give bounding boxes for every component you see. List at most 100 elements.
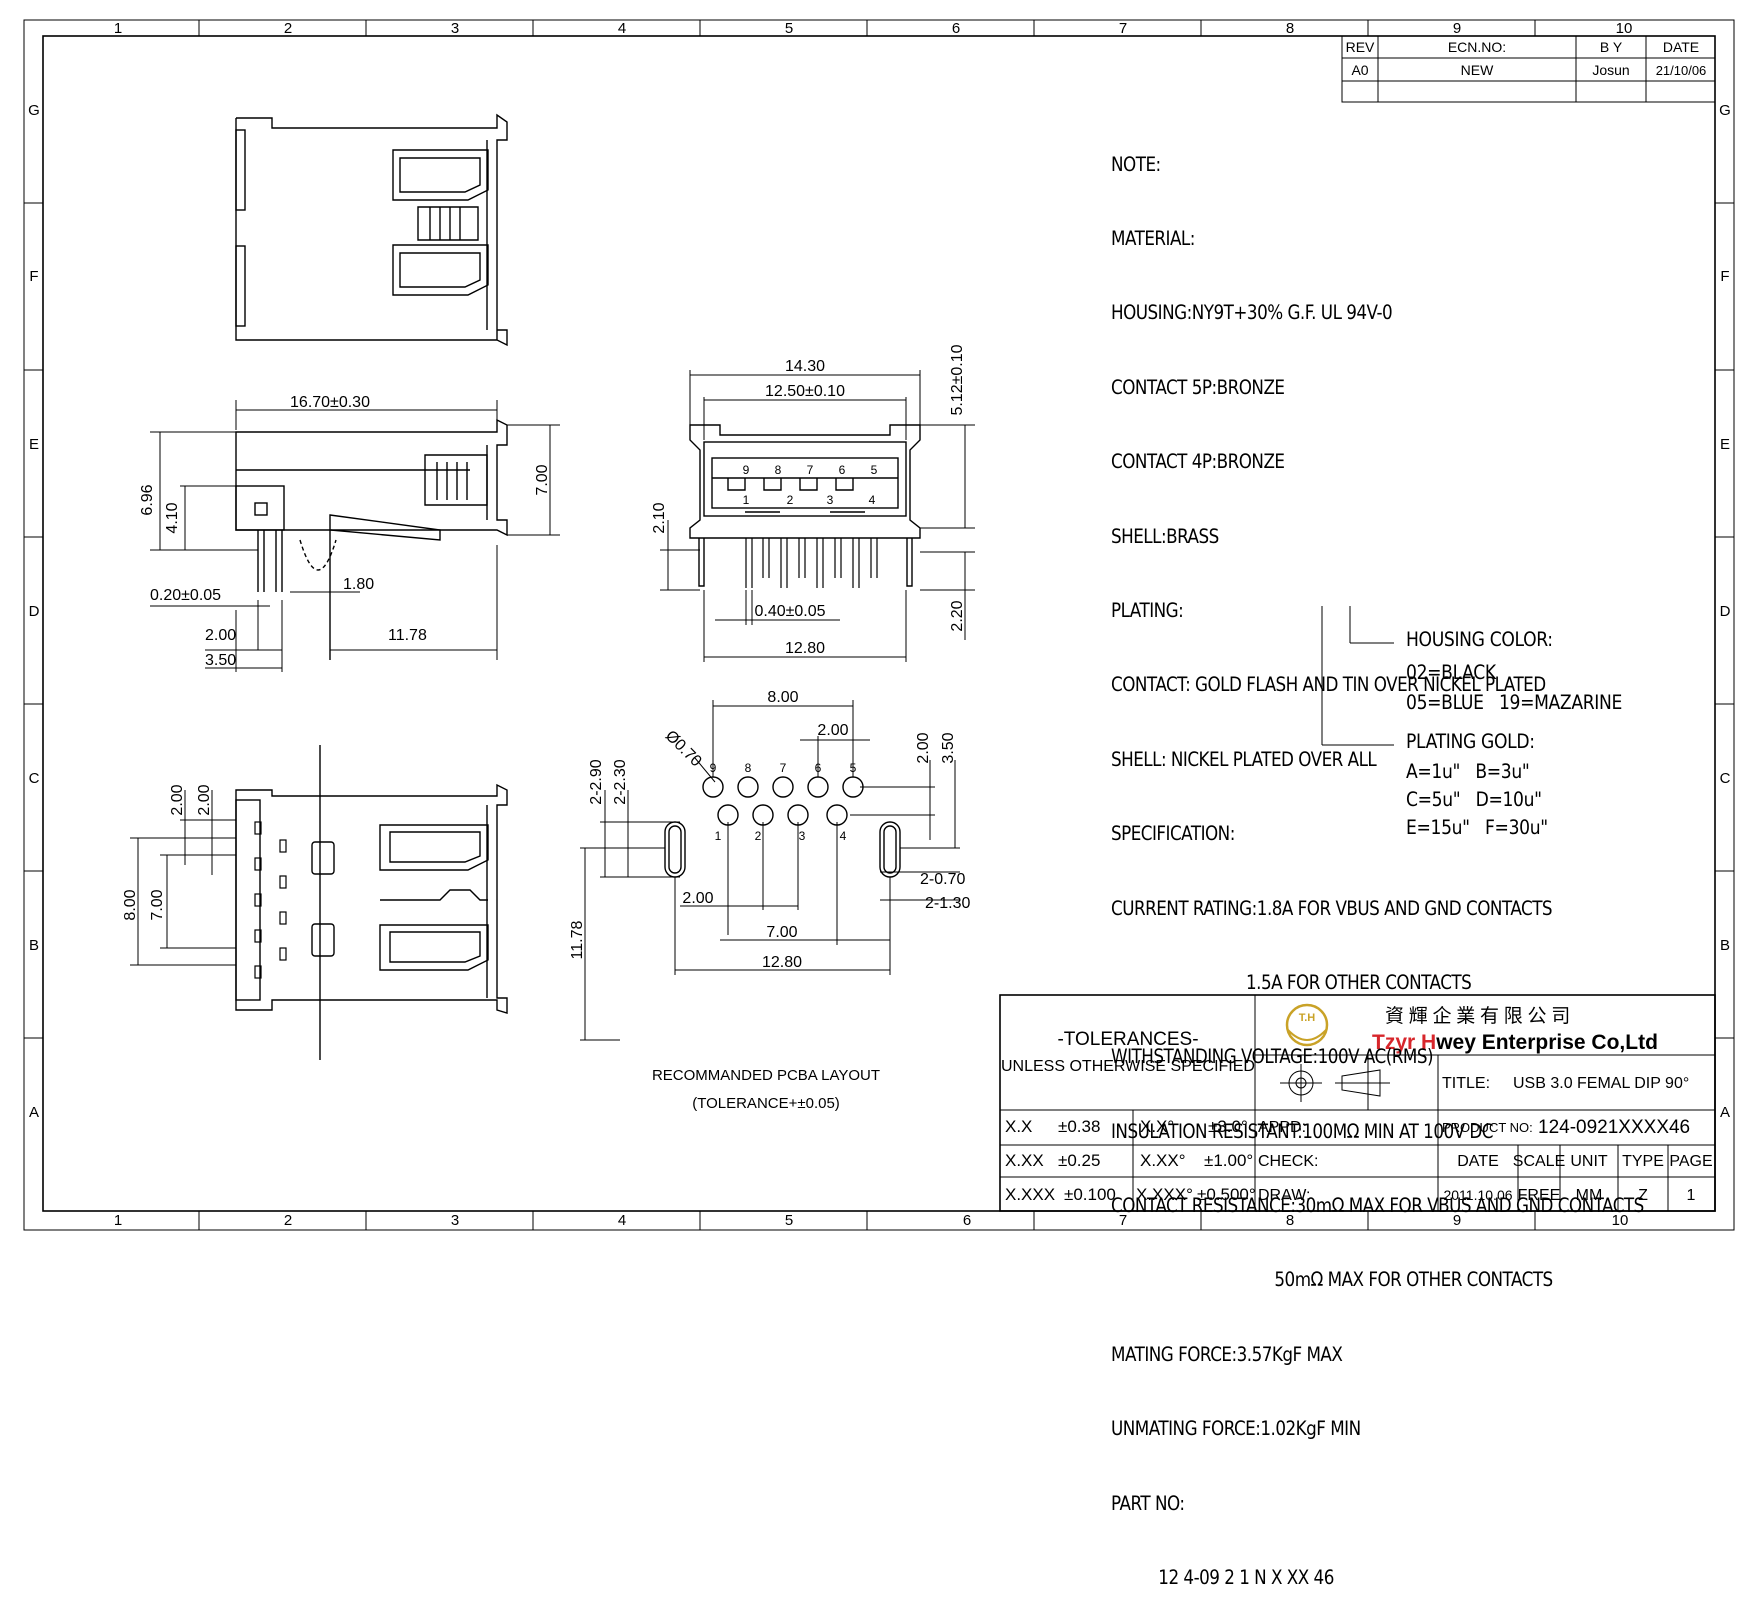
- dim-height-body: 4.10: [164, 502, 181, 533]
- company-name-english: Tzyr Hwey Enterprise Co,Ltd: [1372, 1031, 1658, 1054]
- grid-col-label: 4: [618, 1212, 626, 1229]
- ecn-header: ECN.NO:: [1448, 39, 1506, 55]
- grid-col-label: 9: [1453, 20, 1461, 37]
- grid-ticks: [24, 20, 1734, 1230]
- pin-label: 5: [850, 761, 857, 775]
- pcb-dimension-lines: [580, 700, 960, 1041]
- grid-row-label: G: [1719, 102, 1731, 119]
- note-line: NOTE:: [1111, 152, 1161, 176]
- tolerances-title: -TOLERANCES-: [1057, 1029, 1198, 1050]
- dim-width: 16.70±0.30: [290, 394, 370, 411]
- date-header: DATE: [1457, 1153, 1498, 1170]
- grid-col-label: 6: [952, 20, 960, 37]
- grid-row-label: F: [29, 268, 38, 285]
- dim-height-total: 6.96: [139, 484, 156, 515]
- grid-row-label: C: [1720, 770, 1731, 787]
- pin-label: 1: [715, 829, 722, 843]
- tol-angle-format: X.XX°: [1140, 1151, 1186, 1170]
- dim-slot-inner: 2-2.30: [612, 759, 629, 804]
- date-header: DATE: [1663, 39, 1699, 55]
- pin-label: 9: [743, 463, 750, 477]
- plating-option: E=15u" F=30u": [1406, 816, 1548, 839]
- grid-col-label: 7: [1119, 20, 1127, 37]
- projection-symbol-icon: [1280, 1064, 1390, 1102]
- bottom-dimension-lines: [130, 790, 236, 966]
- front-dimension-lines: [660, 370, 975, 662]
- dim-inner-span: 7.00: [766, 924, 797, 941]
- dim-pin-pitch-a: 2.00: [169, 784, 186, 815]
- tol-angle-value: ±1.00°: [1204, 1151, 1253, 1170]
- note-line: 1.5A FOR OTHER CONTACTS: [1246, 970, 1472, 994]
- pcb-caption-line2: (TOLERANCE+±0.05): [692, 1095, 840, 1112]
- pin-label: 2: [755, 829, 762, 843]
- note-line: CONTACT: GOLD FLASH AND TIN OVER NICKEL …: [1111, 673, 1546, 697]
- grid-row-label: F: [1720, 268, 1729, 285]
- company-logo-icon: T.H: [1285, 1003, 1329, 1047]
- dim-pin-width: 0.40±0.05: [754, 603, 825, 620]
- grid-col-label: 8: [1286, 20, 1294, 37]
- note-line: MATERIAL:: [1111, 226, 1195, 250]
- outer-frame: [23, 19, 1735, 1231]
- tol-format: X.XX: [1005, 1151, 1044, 1170]
- draw-label: DRAW:: [1258, 1187, 1310, 1204]
- bottom-view: [235, 745, 508, 1060]
- pcb-caption-line1: RECOMMANDED PCBA LAYOUT: [652, 1067, 880, 1084]
- note-line: PLATING:: [1111, 598, 1184, 622]
- front-view: [689, 424, 921, 588]
- grid-row-label: D: [1720, 603, 1731, 620]
- note-line: MATING FORCE:3.57KgF MAX: [1111, 1342, 1343, 1366]
- type-header: TYPE: [1622, 1153, 1664, 1170]
- pin-label: 4: [869, 493, 876, 507]
- grid-col-label: 5: [785, 1212, 793, 1229]
- grid-col-label: 2: [284, 20, 292, 37]
- company-name-rest: wey Enterprise Co,Ltd: [1435, 1031, 1658, 1054]
- grid-col-label: 9: [1453, 1212, 1461, 1229]
- dim-pin-offset: 2.00: [682, 890, 713, 907]
- grid-row-label: B: [1720, 937, 1730, 954]
- dim-pin-rise: 2.10: [651, 502, 668, 533]
- dim-hole-diameter: Ø0.70: [662, 727, 705, 770]
- product-no-label: PRODUCT NO:: [1442, 1120, 1533, 1135]
- dim-pin-thickness: 0.20±0.05: [150, 587, 221, 604]
- tol-value: ±0.100: [1064, 1185, 1116, 1204]
- ecn-value: NEW: [1461, 62, 1494, 78]
- pin-label: 7: [807, 463, 814, 477]
- company-name-chinese: 資 輝 企 業 有 限 公 司: [1385, 1005, 1570, 1027]
- tol-format: X.X: [1005, 1117, 1032, 1136]
- plating-option: A=1u" B=3u": [1406, 760, 1530, 783]
- dim-slot-width-inner: 2-0.70: [920, 871, 965, 888]
- note-line: UNMATING FORCE:1.02KgF MIN: [1111, 1417, 1361, 1441]
- by-header: B Y: [1600, 39, 1623, 55]
- dim-pin-pitch-b: 2.00: [196, 784, 213, 815]
- date-value: 21/10/06: [1656, 63, 1707, 78]
- tol-angle-value: ±0.500°: [1197, 1185, 1256, 1204]
- dim-top-height: 5.12±0.10: [949, 344, 966, 415]
- dim-peg-spacing: 8.00: [122, 889, 139, 920]
- pin-label: 4: [840, 829, 847, 843]
- pcb-dimensions: 8.00 2.00 2.00 3.50 Ø0.70 2-2.90 2-2.30 …: [569, 689, 970, 971]
- inner-frame: [42, 35, 1716, 1212]
- grid-col-label: 10: [1612, 1212, 1629, 1229]
- part-number-leaders: [1321, 606, 1394, 746]
- side-view: [235, 418, 508, 660]
- pin-label: 9: [710, 761, 717, 775]
- tol-angle-value: ±3.0°: [1208, 1117, 1248, 1136]
- dim-hole-span: 8.00: [767, 689, 798, 706]
- grid-col-label: 6: [963, 1212, 971, 1229]
- pin-label: 6: [815, 761, 822, 775]
- drawing-canvas: 1 2 3 4 5 6 7 8 9 10 1 2 3 4 5 6 7 8 9 1…: [23, 19, 1735, 1231]
- page-header: PAGE: [1669, 1153, 1712, 1170]
- scale-header: SCALE: [1513, 1153, 1565, 1170]
- note-line: CURRENT RATING:1.8A FOR VBUS AND GND CON…: [1111, 896, 1553, 920]
- dim-pin-spacing: 7.00: [149, 889, 166, 920]
- grid-row-label: A: [29, 1104, 39, 1121]
- note-line: INSULATION RESISTANT:100MΩ MIN AT 100V D…: [1111, 1119, 1494, 1143]
- pin-label: 8: [775, 463, 782, 477]
- grid-col-label: 7: [1119, 1212, 1127, 1229]
- dim-depth: 11.78: [388, 627, 427, 644]
- note-line: 50mΩ MAX FOR OTHER CONTACTS: [1274, 1268, 1553, 1292]
- grid-col-label: 3: [451, 20, 459, 37]
- title-block-grid: [999, 994, 1716, 1212]
- grid-row-label: E: [1720, 436, 1730, 453]
- dim-row-gap: 2.00: [915, 732, 932, 763]
